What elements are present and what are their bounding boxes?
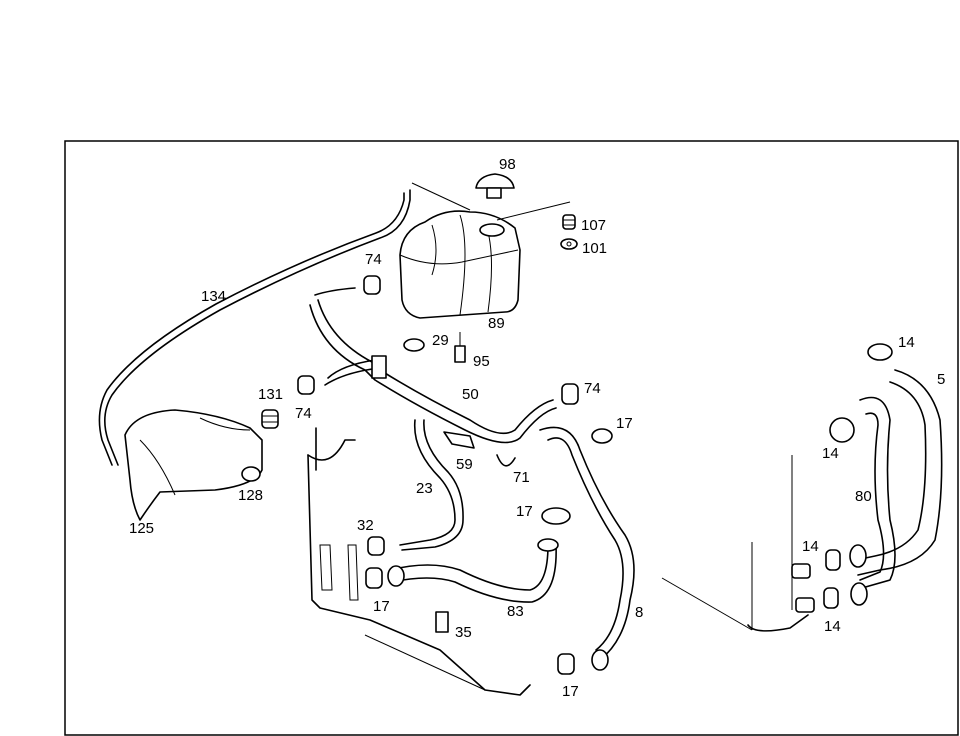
callout-17: 17 (516, 503, 533, 520)
callout-14: 14 (824, 618, 841, 635)
callout-5: 5 (937, 371, 945, 388)
plug-128 (241, 466, 261, 482)
clip-29 (403, 338, 425, 352)
hose-5 (855, 369, 943, 576)
callout-101: 101 (582, 240, 607, 257)
callout-71: 71 (513, 469, 530, 486)
radiator-right (661, 455, 815, 632)
callout-107: 107 (581, 217, 606, 234)
callout-14: 14 (822, 445, 839, 462)
nut-part (560, 238, 578, 250)
bracket-59 (443, 431, 475, 449)
callout-59: 59 (456, 456, 473, 473)
clamp-14b (829, 417, 855, 443)
callout-14: 14 (802, 538, 819, 555)
callout-17: 17 (373, 598, 390, 615)
valve-95 (454, 332, 466, 363)
diagram-frame (64, 140, 959, 736)
clamp-17c (541, 507, 571, 525)
callout-labels: 98 107 101 74 134 89 29 95 131 74 50 74 … (129, 156, 945, 700)
hose-8 (539, 426, 635, 661)
callout-35: 35 (455, 624, 472, 641)
radiator (307, 427, 531, 696)
clamp-17a (591, 428, 613, 444)
clamp-14a (867, 343, 893, 361)
callout-74: 74 (365, 251, 382, 268)
hose-ends-right (849, 544, 868, 606)
callout-83: 83 (507, 603, 524, 620)
hose-23 (399, 419, 464, 551)
clip-71 (496, 454, 516, 467)
callout-50: 50 (462, 386, 479, 403)
clamp-17d (557, 653, 575, 675)
grommet-131 (261, 409, 279, 429)
callout-32: 32 (357, 517, 374, 534)
seal-part (562, 214, 576, 230)
callout-80: 80 (855, 488, 872, 505)
clip-35 (435, 611, 449, 633)
callout-89: 89 (488, 315, 505, 332)
callout-125: 125 (129, 520, 154, 537)
callout-8: 8 (635, 604, 643, 621)
callout-17: 17 (616, 415, 633, 432)
hose-50 (309, 287, 557, 444)
callout-74: 74 (584, 380, 601, 397)
hose-80 (859, 396, 896, 589)
callout-17: 17 (562, 683, 579, 700)
callout-29: 29 (432, 332, 449, 349)
callout-14: 14 (898, 334, 915, 351)
expansion-tank (399, 201, 571, 319)
clamp-74a (363, 275, 381, 295)
callout-74: 74 (295, 405, 312, 422)
hose-83 (387, 538, 559, 603)
hose-134 (98, 182, 471, 466)
clamp-74b (297, 375, 315, 395)
callout-131: 131 (258, 386, 283, 403)
clamp-17b (365, 567, 383, 589)
callout-95: 95 (473, 353, 490, 370)
clamp-14d (823, 587, 839, 609)
hose-8-end (591, 649, 609, 671)
clamp-32 (367, 536, 385, 556)
clamp-14c (825, 549, 841, 571)
callout-98: 98 (499, 156, 516, 173)
callout-134: 134 (201, 288, 226, 305)
callout-128: 128 (238, 487, 263, 504)
radiator-cap (475, 173, 515, 199)
clamp-74c (561, 383, 579, 405)
callout-23: 23 (416, 480, 433, 497)
